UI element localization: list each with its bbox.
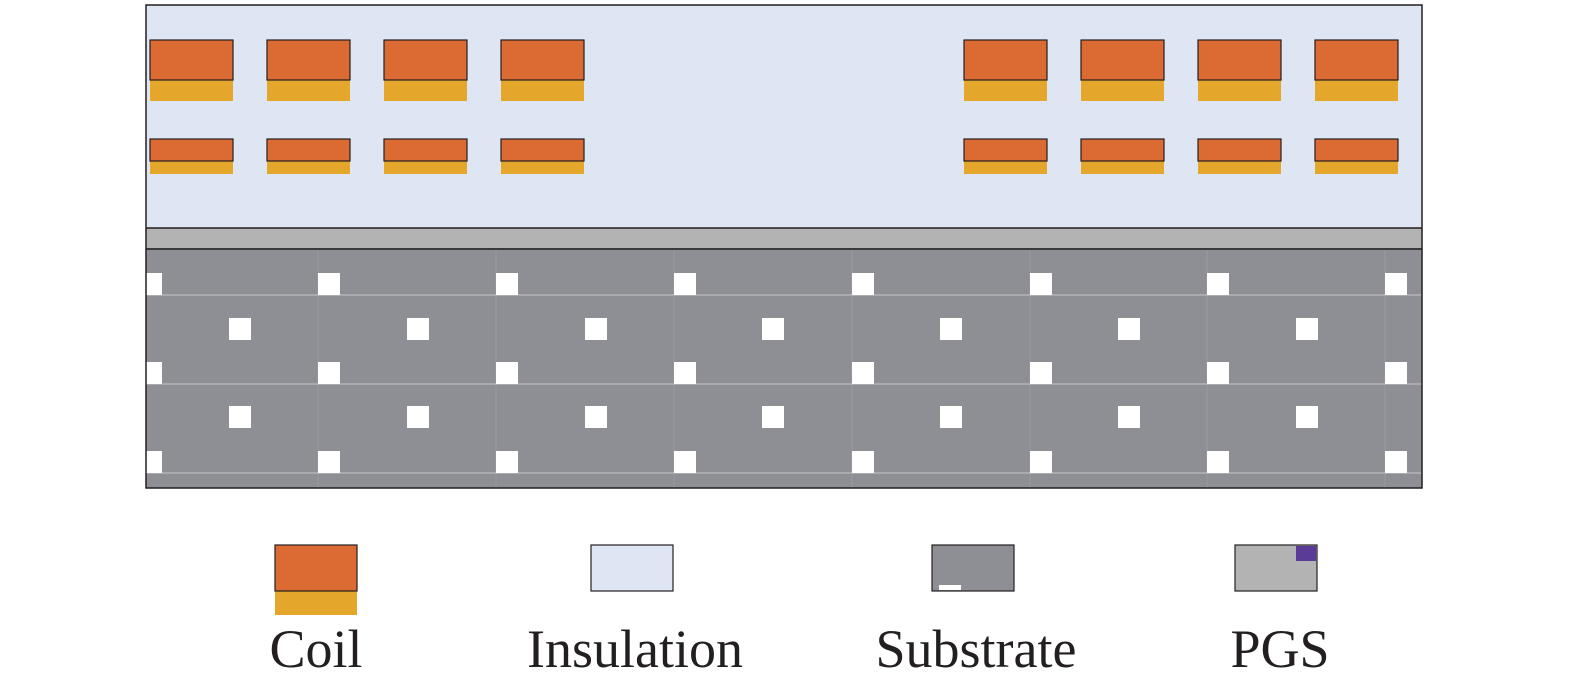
legend (274, 544, 1318, 615)
substrate-via-a-2-3 (674, 451, 696, 473)
substrate-via-a-2-4 (852, 451, 874, 473)
upper-coil-row-underpass-0 (150, 80, 233, 101)
upper-coil-row-underpass-7 (1315, 80, 1398, 101)
upper-coil-row-conductor-0 (149, 39, 234, 81)
coil-conductors (149, 39, 1399, 174)
upper-coil-row-underpass-4 (964, 80, 1047, 101)
substrate-via-b-0-0 (229, 318, 251, 340)
lower-coil-row-conductor-6 (1197, 138, 1282, 162)
upper-coil-row-conductor-1 (266, 39, 351, 81)
substrate-via-b-1-6 (1296, 406, 1318, 428)
substrate-via-a-2-7 (1385, 451, 1407, 473)
legend-label-coil: Coil (269, 619, 363, 679)
lower-coil-row-underpass-4 (964, 161, 1047, 174)
upper-coil-row-underpass-2 (384, 80, 467, 101)
lower-coil-row-underpass-6 (1198, 161, 1281, 174)
insulation-fill (146, 5, 1422, 228)
substrate-via-a-1-1 (318, 362, 340, 384)
substrate-via-a-1-6 (1207, 362, 1229, 384)
lower-coil-row-underpass-1 (267, 161, 350, 174)
substrate-via-a-1-2 (496, 362, 518, 384)
upper-coil-row-conductor-4 (963, 39, 1048, 81)
lower-coil-row-underpass-2 (384, 161, 467, 174)
upper-coil-row-underpass-5 (1081, 80, 1164, 101)
substrate-via-a-0-1 (318, 273, 340, 295)
upper-coil-row-conductor-3 (500, 39, 585, 81)
lower-coil-row-conductor-4 (963, 138, 1048, 162)
substrate-via-b-0-2 (585, 318, 607, 340)
substrate-via-a-2-6 (1207, 451, 1229, 473)
outer-frame-border (145, 4, 1423, 489)
lower-coil-row-underpass-0 (150, 161, 233, 174)
legend-label-substrate: Substrate (875, 619, 1077, 679)
substrate-via-b-0-1 (407, 318, 429, 340)
lower-coil-row-conductor-3 (500, 138, 585, 162)
substrate-via-b-1-0 (229, 406, 251, 428)
upper-coil-row-underpass-6 (1198, 80, 1281, 101)
legend-label-insulation: Insulation (527, 619, 743, 679)
pgs-layer (146, 228, 1422, 249)
upper-coil-row-conductor-6 (1197, 39, 1282, 81)
substrate-via-a-1-5 (1030, 362, 1052, 384)
substrate-via-b-1-3 (762, 406, 784, 428)
legend-swatch-insulation (590, 544, 674, 592)
substrate-via-a-0-7 (1385, 273, 1407, 295)
legend-label-pgs: PGS (1230, 619, 1330, 679)
substrate-via-a-0-0 (146, 273, 162, 295)
substrate-via-a-2-2 (496, 451, 518, 473)
substrate-via-b-1-4 (940, 406, 962, 428)
substrate-via-a-0-2 (496, 273, 518, 295)
substrate-via-b-0-3 (762, 318, 784, 340)
substrate-via-b-0-5 (1118, 318, 1140, 340)
lower-coil-row-conductor-2 (383, 138, 468, 162)
lower-coil-row-underpass-3 (501, 161, 584, 174)
insulation-layer (146, 5, 1422, 228)
substrate-via-b-1-1 (407, 406, 429, 428)
lower-coil-row-conductor-7 (1314, 138, 1399, 162)
pgs-fill (146, 228, 1422, 249)
lower-coil-row-conductor-0 (149, 138, 234, 162)
substrate-via-a-2-1 (318, 451, 340, 473)
substrate-via-a-2-0 (146, 451, 162, 473)
substrate-via-a-1-4 (852, 362, 874, 384)
legend-swatch-substrate (931, 544, 1015, 592)
substrate-via-a-0-4 (852, 273, 874, 295)
substrate-via-a-0-5 (1030, 273, 1052, 295)
substrate-via-a-1-3 (674, 362, 696, 384)
upper-coil-row-underpass-3 (501, 80, 584, 101)
legend-swatch-coil (274, 544, 358, 592)
legend-swatch-pgs-marker (1296, 546, 1316, 561)
upper-coil-row-conductor-7 (1314, 39, 1399, 81)
outer-frame (145, 4, 1423, 489)
upper-coil-row-underpass-1 (267, 80, 350, 101)
lower-coil-row-conductor-5 (1080, 138, 1165, 162)
lower-coil-row-underpass-7 (1315, 161, 1398, 174)
substrate-via-a-2-5 (1030, 451, 1052, 473)
lower-coil-row-conductor-1 (266, 138, 351, 162)
lower-coil-row-underpass-5 (1081, 161, 1164, 174)
upper-coil-row-conductor-2 (383, 39, 468, 81)
substrate-via-a-0-3 (674, 273, 696, 295)
legend-swatch-coil-base (275, 591, 357, 615)
substrate-via-b-1-5 (1118, 406, 1140, 428)
substrate-via-b-0-4 (940, 318, 962, 340)
substrate-via-b-1-2 (585, 406, 607, 428)
substrate-via-b-0-6 (1296, 318, 1318, 340)
substrate-layer (146, 249, 1422, 488)
substrate-via-a-1-7 (1385, 362, 1407, 384)
upper-coil-row-conductor-5 (1080, 39, 1165, 81)
legend-swatch-substrate-via (939, 585, 961, 590)
substrate-via-a-1-0 (146, 362, 162, 384)
substrate-via-a-0-6 (1207, 273, 1229, 295)
